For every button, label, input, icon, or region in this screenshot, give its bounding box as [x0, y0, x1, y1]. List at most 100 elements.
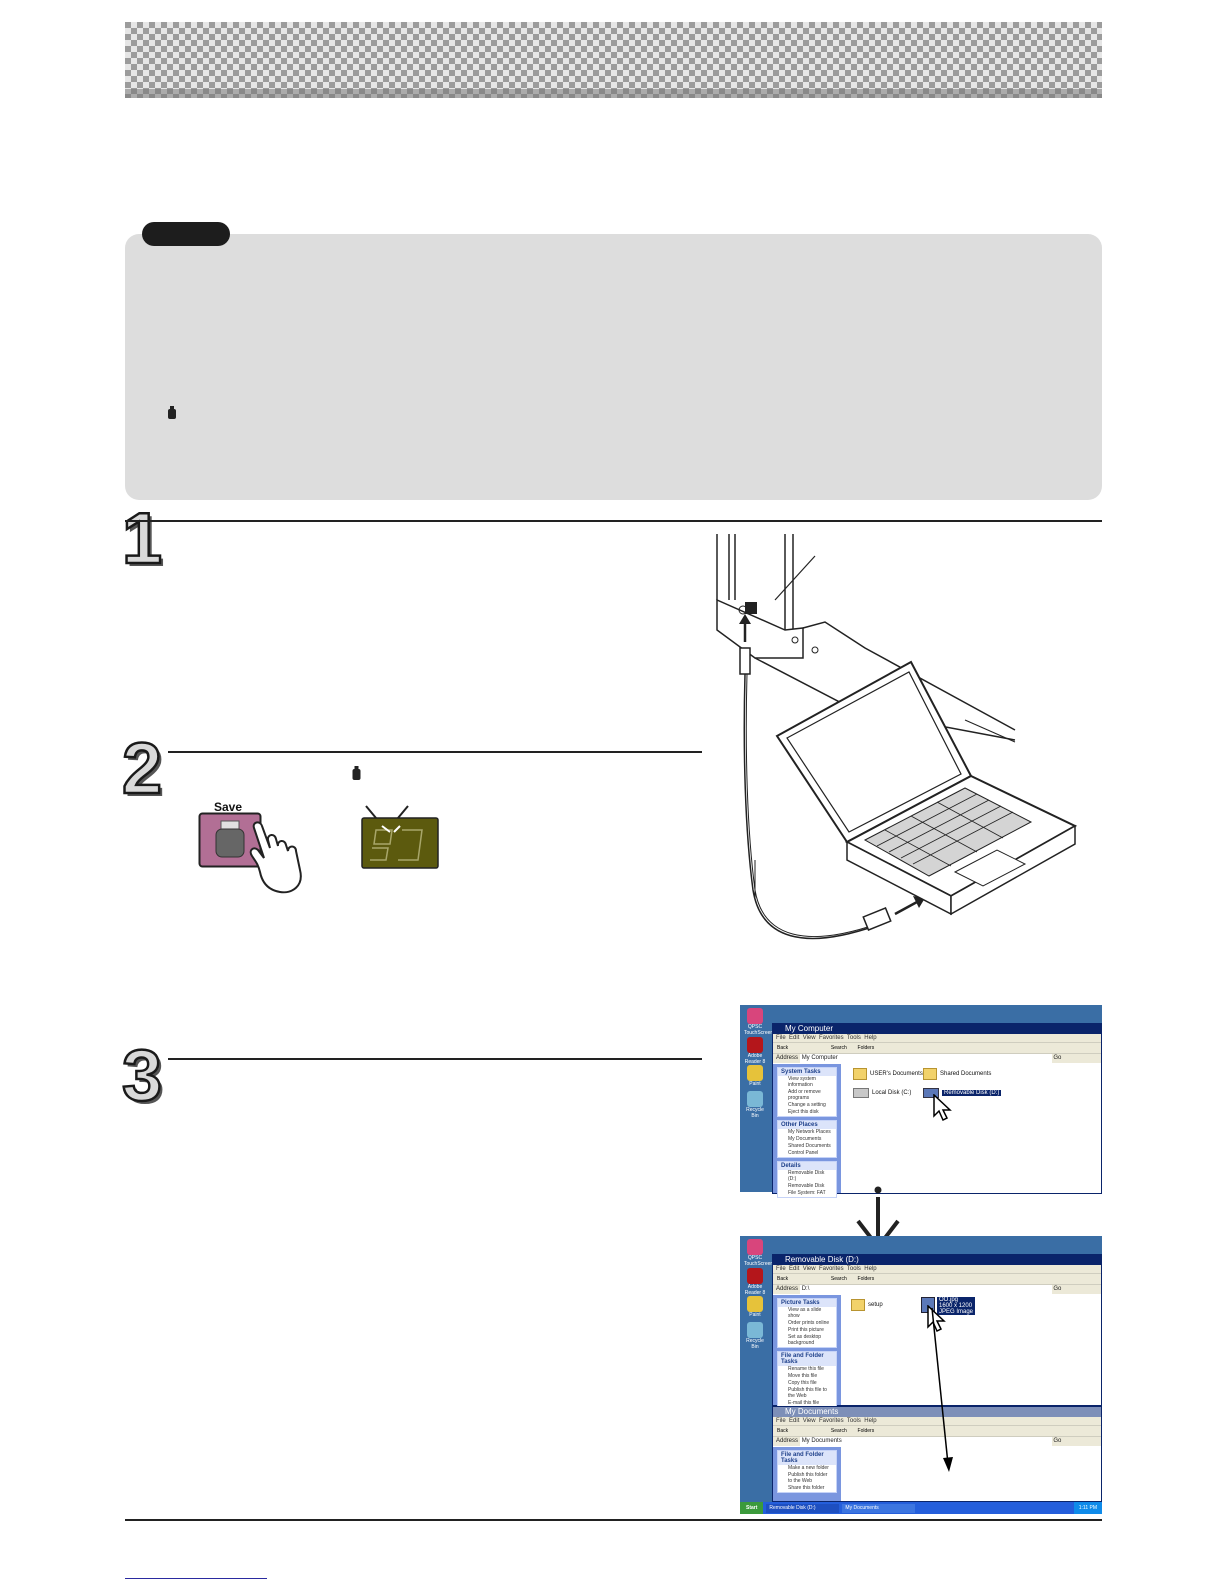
my-documents-window: My Documents File Edit View Favorites To…	[772, 1406, 1102, 1502]
back-button[interactable]: Back	[777, 1045, 789, 1051]
search-button[interactable]: Search	[830, 1276, 847, 1282]
recycle-bin-icon[interactable]	[747, 1322, 763, 1338]
task-block-title: File and Folder Tasks	[778, 1352, 836, 1366]
system-tray-clock[interactable]: 1:11 PM	[1073, 1502, 1102, 1514]
task-block-title: System Tasks	[778, 1068, 836, 1076]
task-pane: System Tasks View system information Add…	[773, 1064, 841, 1198]
desktop-icon-label: QPSC TouchScreen	[744, 1255, 774, 1267]
task-link[interactable]: Change a setting	[788, 1102, 826, 1108]
address-input[interactable]: D:\	[799, 1285, 1052, 1294]
my-computer-window: My Computer File Edit View Favorites Too…	[772, 1023, 1102, 1198]
selected-file-name: OO.jpg	[939, 1297, 959, 1303]
selected-file-size: 1600 x 1200	[939, 1303, 973, 1309]
back-button[interactable]: Back	[777, 1428, 789, 1434]
menu-bar[interactable]: File Edit View Favorites Tools Help	[773, 1417, 1101, 1425]
step-2-rule	[168, 751, 702, 753]
detail-line: Removable Disk	[788, 1183, 825, 1189]
window-title: Removable Disk (D:)	[773, 1255, 1101, 1265]
taskbar-button[interactable]: My Documents	[842, 1503, 916, 1513]
task-link[interactable]: Publish this folder to the Web	[788, 1472, 828, 1484]
task-link[interactable]: Add or remove programs	[788, 1089, 821, 1101]
taskbar: Start Removable Disk (D:) My Documents 1…	[740, 1502, 1102, 1514]
task-link[interactable]: Set as desktop background	[788, 1334, 822, 1346]
footer-rule	[125, 1519, 1102, 1521]
task-pane: Picture Tasks View as a slide show Order…	[773, 1295, 841, 1408]
usb-memory-icon	[168, 406, 176, 419]
qpsc-touchscreen-icon[interactable]	[747, 1008, 763, 1024]
task-link[interactable]: Share this folder	[788, 1485, 825, 1491]
qpsc-touchscreen-icon[interactable]	[747, 1239, 763, 1255]
adobe-reader-icon[interactable]	[747, 1037, 763, 1053]
task-link[interactable]: Move this file	[788, 1373, 818, 1379]
go-button[interactable]: Go	[1053, 1286, 1062, 1292]
task-link[interactable]: My Network Places	[788, 1129, 831, 1135]
camera-laptop-connection-illustration	[715, 530, 1105, 970]
go-button[interactable]: Go	[1053, 1055, 1062, 1061]
desktop-screenshot-2: QPSC TouchScreen Adobe Reader 8 Paint Re…	[740, 1236, 1102, 1514]
address-bar[interactable]: Address My Documents Go	[773, 1436, 1101, 1446]
task-link[interactable]: Eject this disk	[788, 1109, 819, 1115]
selected-file-type: JPEG Image	[939, 1309, 974, 1315]
paint-icon[interactable]	[747, 1296, 763, 1312]
task-link[interactable]: E-mail this file	[788, 1400, 820, 1406]
folder-item[interactable]: Shared Documents	[923, 1068, 991, 1080]
task-block-title: File and Folder Tasks	[778, 1451, 836, 1465]
note-box	[125, 234, 1102, 500]
desktop-icon-label: Recycle Bin	[746, 1107, 764, 1119]
task-link[interactable]: Control Panel	[788, 1150, 819, 1156]
menu-bar[interactable]: File Edit View Favorites Tools Help	[773, 1034, 1101, 1042]
step-1-number: 1	[121, 499, 164, 579]
folders-button[interactable]: Folders	[857, 1276, 875, 1282]
save-button-label: Save	[214, 800, 243, 814]
taskbar-button[interactable]: Removable Disk (D:)	[766, 1503, 840, 1513]
folders-button[interactable]: Folders	[857, 1045, 875, 1051]
task-link[interactable]: Rename this file	[788, 1366, 824, 1372]
task-link[interactable]: Copy this file	[788, 1380, 817, 1386]
removable-disk-window: Removable Disk (D:) File Edit View Favor…	[772, 1254, 1102, 1408]
removable-disk-item[interactable]: Removable Disk (D:)	[923, 1088, 1002, 1098]
folder-icon	[851, 1299, 865, 1311]
desktop-icon-label: Adobe Reader 8	[744, 1053, 766, 1065]
task-block-title: Details	[778, 1162, 836, 1170]
search-button[interactable]: Search	[830, 1428, 847, 1434]
task-link[interactable]: Order prints online	[788, 1320, 830, 1326]
step-3-rule	[168, 1058, 702, 1060]
search-button[interactable]: Search	[830, 1045, 847, 1051]
toolbar[interactable]: Back Search Folders	[773, 1425, 1101, 1436]
step-2-number: 2	[121, 729, 164, 809]
folder-item[interactable]: USER's Documents	[853, 1068, 923, 1080]
task-link[interactable]: View as a slide show	[788, 1307, 822, 1319]
task-pane: File and Folder Tasks Make a new folder …	[773, 1447, 841, 1501]
address-input[interactable]: My Computer	[799, 1054, 1052, 1063]
task-link[interactable]: View system information	[788, 1076, 816, 1088]
task-link[interactable]: My Documents	[788, 1136, 822, 1142]
folder-item[interactable]: setup	[851, 1299, 883, 1311]
step-1-rule	[125, 520, 1102, 522]
flashing-indicator-icon	[358, 804, 440, 870]
address-bar[interactable]: Address My Computer Go	[773, 1053, 1101, 1063]
address-bar[interactable]: Address D:\ Go	[773, 1284, 1101, 1294]
paint-icon[interactable]	[747, 1065, 763, 1081]
window-title: My Documents	[773, 1407, 1101, 1417]
drive-item[interactable]: Local Disk (C:)	[853, 1088, 911, 1098]
pointing-hand-icon	[248, 818, 310, 896]
toolbar[interactable]: Back Search Folders	[773, 1273, 1101, 1284]
recycle-bin-icon[interactable]	[747, 1091, 763, 1107]
menu-bar[interactable]: File Edit View Favorites Tools Help	[773, 1265, 1101, 1273]
task-link[interactable]: Publish this file to the Web	[788, 1387, 827, 1399]
address-input[interactable]: My Documents	[799, 1437, 1052, 1446]
task-link[interactable]: Print this picture	[788, 1327, 824, 1333]
removable-disk-icon	[923, 1088, 939, 1098]
go-button[interactable]: Go	[1053, 1438, 1062, 1444]
back-button[interactable]: Back	[777, 1276, 789, 1282]
detail-line: File System: FAT	[788, 1190, 826, 1196]
start-button[interactable]: Start	[740, 1502, 764, 1514]
desktop-icon-label: Paint	[749, 1081, 761, 1087]
folders-button[interactable]: Folders	[857, 1428, 875, 1434]
adobe-reader-icon[interactable]	[747, 1268, 763, 1284]
hard-disk-icon	[853, 1088, 869, 1098]
toolbar[interactable]: Back Search Folders	[773, 1042, 1101, 1053]
task-link[interactable]: Shared Documents	[788, 1143, 831, 1149]
drag-arrow-icon	[928, 1306, 958, 1476]
task-link[interactable]: Make a new folder	[788, 1465, 829, 1471]
